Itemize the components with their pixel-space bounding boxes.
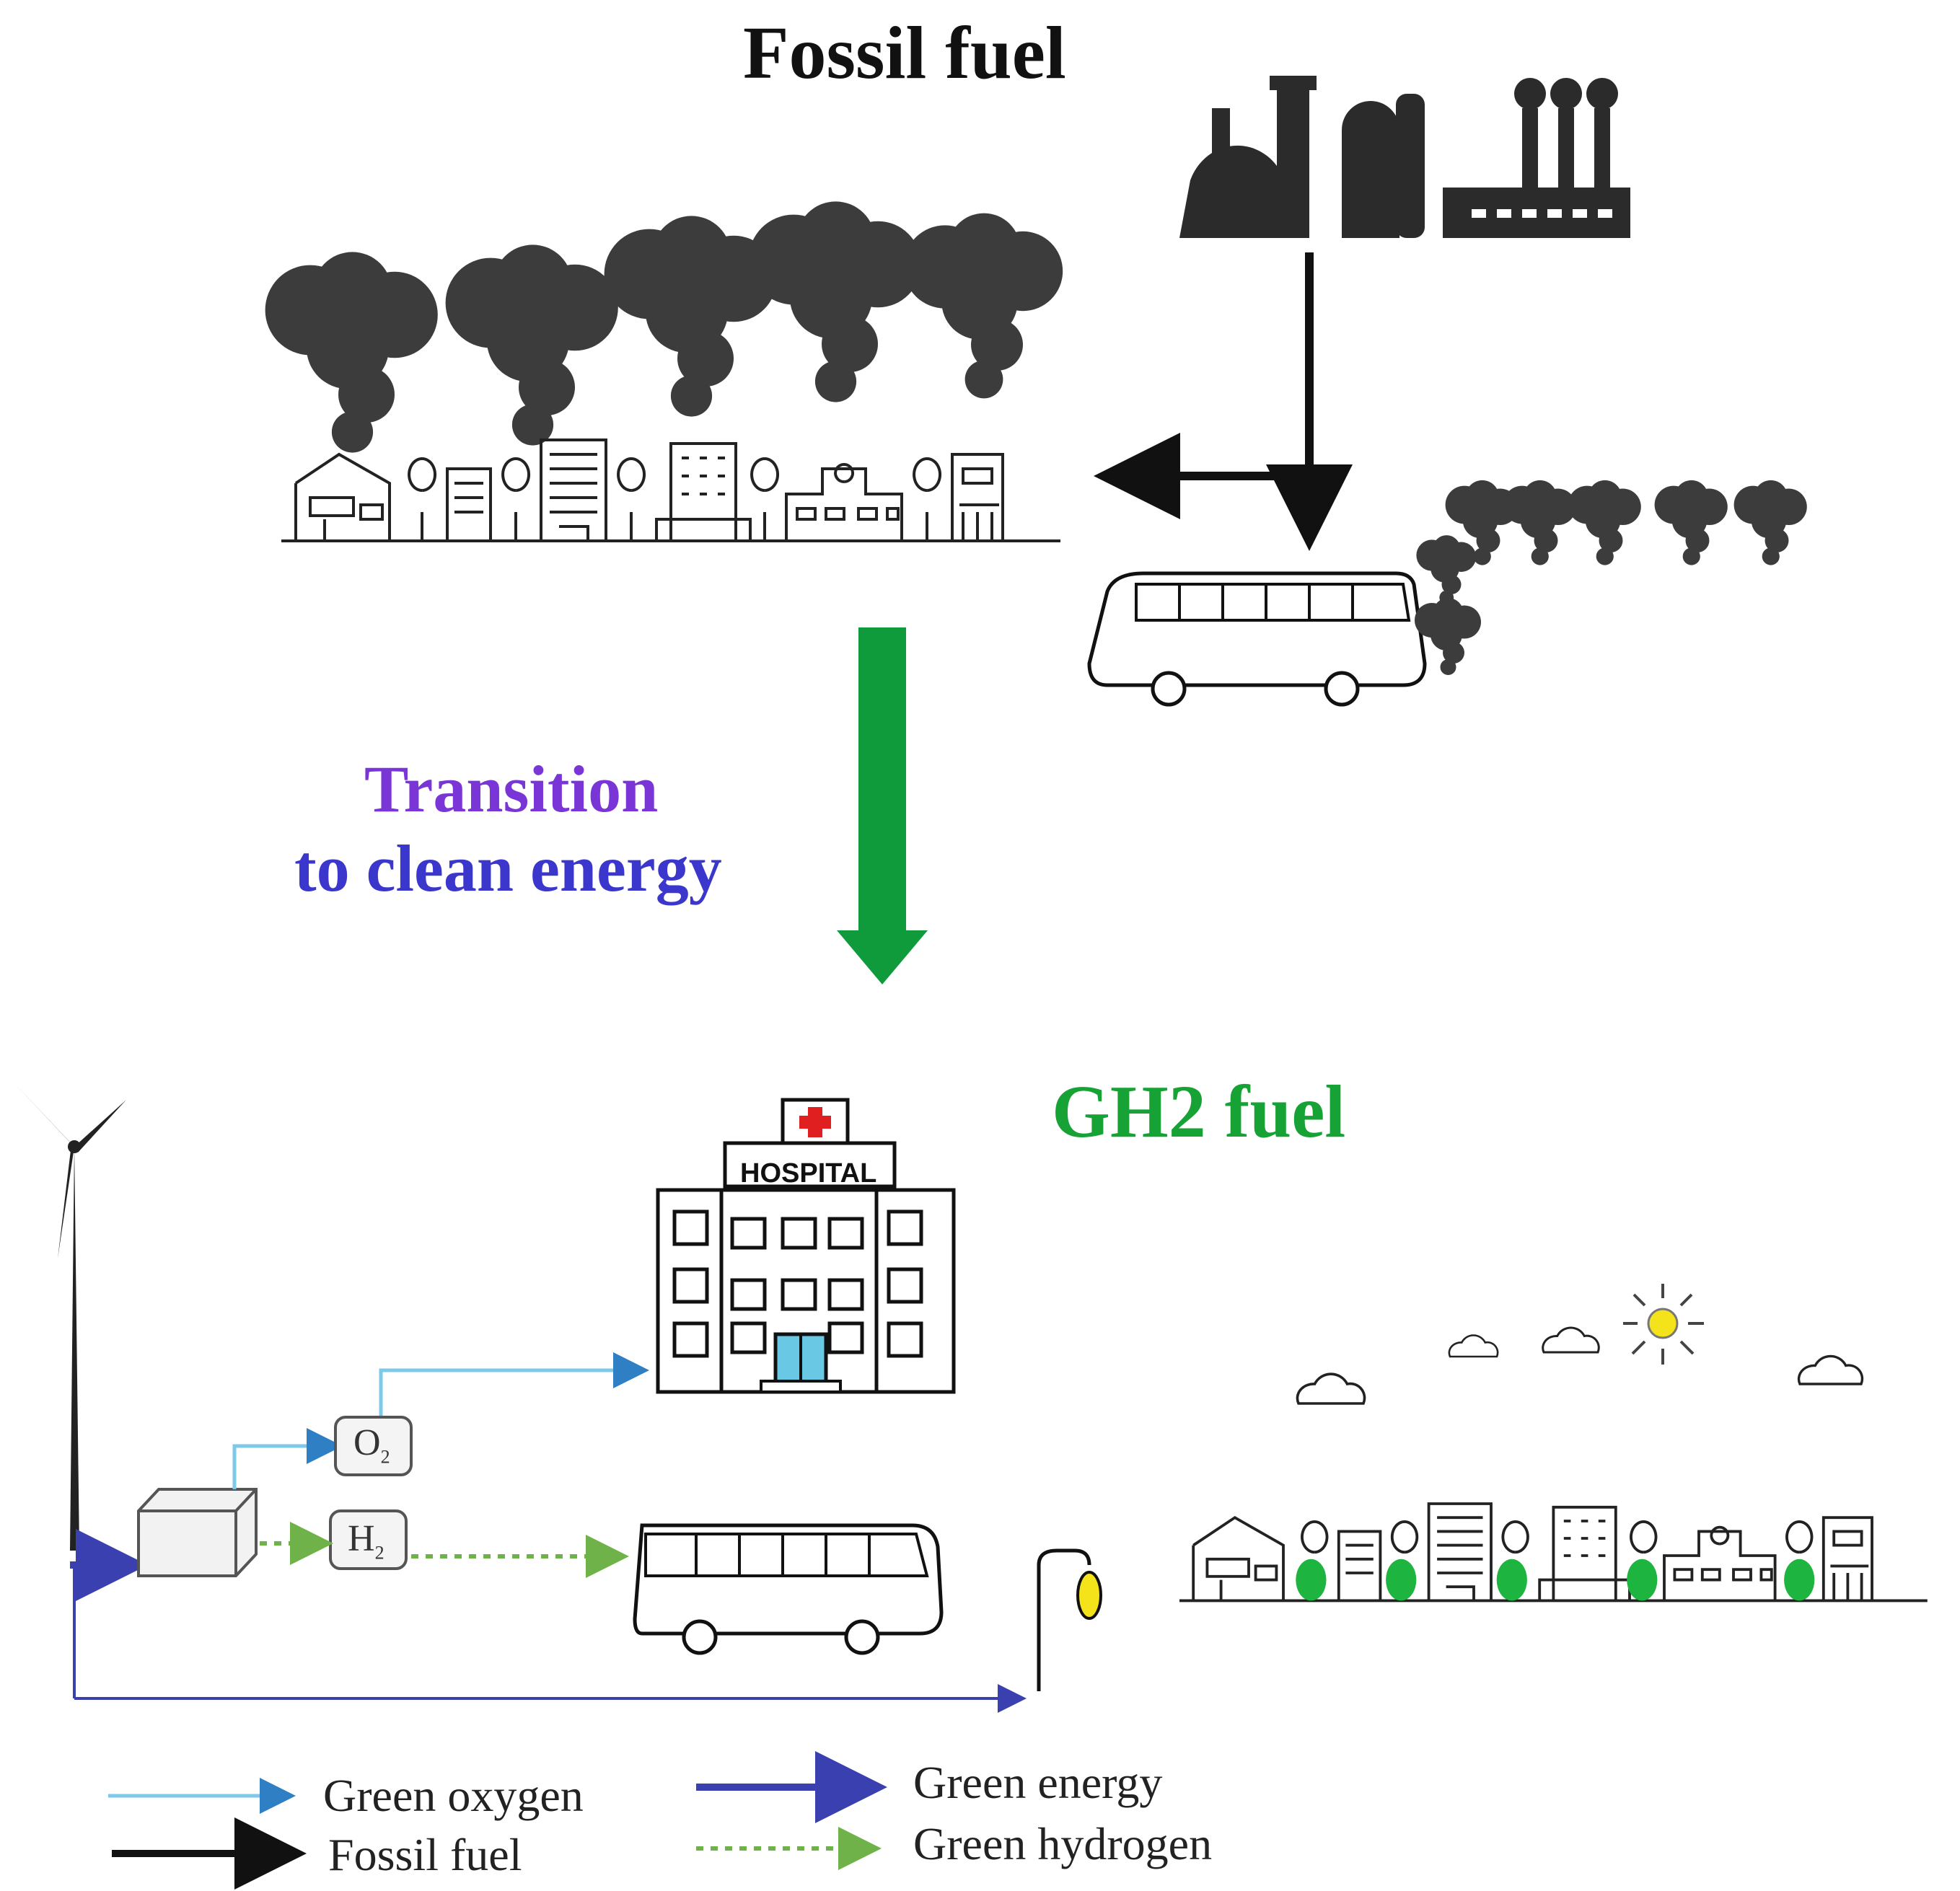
electrolyzer-icon	[137, 1488, 258, 1577]
legend-fossil-fuel-label: Fossil fuel	[328, 1829, 522, 1880]
factory-icon	[1179, 76, 1630, 238]
hospital-icon	[656, 1098, 956, 1394]
legend-green-hydrogen-label: Green hydrogen	[913, 1818, 1213, 1869]
bus-icon	[633, 1523, 944, 1655]
tree-icon	[1296, 1559, 1815, 1601]
green-oxygen-line	[232, 1352, 649, 1489]
bus-icon	[1087, 571, 1427, 707]
city-skyline-icon	[280, 438, 1062, 542]
fossil-fuel-title: Fossil fuel	[743, 12, 1066, 94]
oxygen-tank-label: O2	[353, 1422, 390, 1468]
green-energy-line	[70, 1529, 1027, 1713]
hydrogen-tank-label: H2	[348, 1518, 384, 1564]
transition-arrow	[837, 627, 928, 984]
transition-text-line2: to clean energy	[294, 832, 722, 905]
sun-icon	[1623, 1284, 1704, 1365]
legend	[108, 1751, 887, 1890]
oxygen-tank-icon	[334, 1416, 413, 1476]
cloud-icon	[1296, 1326, 1864, 1405]
legend-green-oxygen-label: Green oxygen	[323, 1770, 584, 1821]
legend-green-energy-label: Green energy	[913, 1757, 1163, 1808]
hospital-sign: HOSPITAL	[740, 1158, 877, 1189]
transition-text-line1: Transition	[364, 752, 659, 826]
green-hydrogen-line	[260, 1522, 629, 1578]
city-skyline-icon	[1178, 1502, 1929, 1603]
smoke-icon	[265, 201, 1063, 453]
street-lamp-icon	[1037, 1548, 1102, 1691]
gh2-fuel-title: GH2 fuel	[1052, 1070, 1346, 1153]
smoke-icon	[1415, 480, 1807, 675]
wind-turbine-icon	[13, 1082, 126, 1551]
